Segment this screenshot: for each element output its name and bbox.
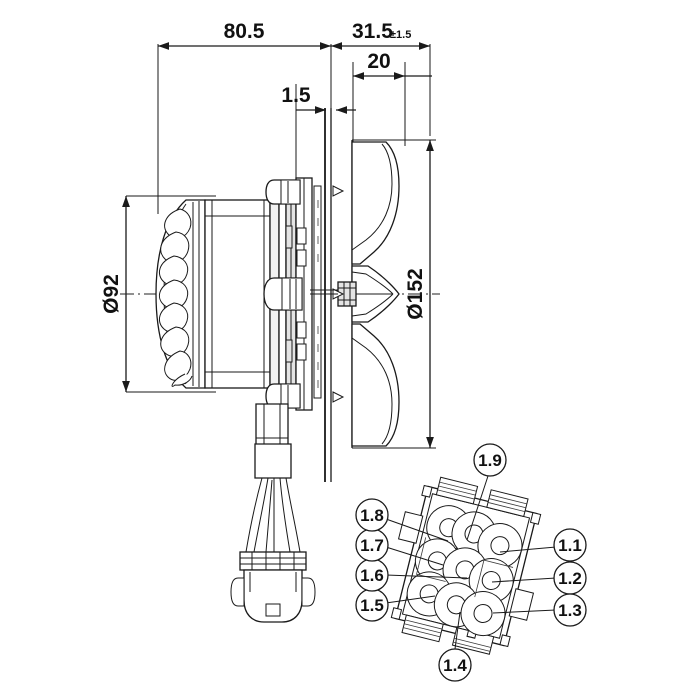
impeller-blades — [158, 208, 193, 387]
callout-label-1-8: 1.8 — [360, 506, 384, 525]
mount-boss-lower — [265, 383, 301, 409]
callout-balloon-1-3[interactable]: 1.3 — [553, 593, 587, 627]
mounting-flange — [263, 177, 313, 411]
callout-balloon-1-8[interactable]: 1.8 — [355, 498, 389, 532]
mount-boss-center — [263, 277, 303, 311]
callout-balloon-1-6[interactable]: 1.6 — [355, 558, 389, 592]
dimension-31-5: 31.5 ±1.5 — [331, 20, 430, 50]
harness-wires — [245, 477, 301, 553]
impeller-shroud — [337, 140, 400, 448]
callout-balloons: 1.1 1.2 1.3 1.4 1.5 1.6 1.7 1.8 — [355, 443, 587, 682]
callout-balloon-1-5[interactable]: 1.5 — [355, 588, 389, 622]
dimension-label-dia-92: Ø92 — [100, 274, 123, 314]
dimension-label-31-5: 31.5 — [352, 20, 393, 43]
dimension-tolerance-31-5: ±1.5 — [390, 29, 411, 41]
mount-boss-upper — [265, 179, 301, 205]
dimension-label-80-5: 80.5 — [224, 20, 265, 43]
section-arrows — [310, 185, 345, 403]
callout-label-1-5: 1.5 — [360, 596, 384, 615]
dimension-80-5: 80.5 — [158, 20, 331, 50]
pin-socket — [477, 523, 523, 569]
callout-balloon-1-2[interactable]: 1.2 — [553, 561, 587, 595]
backplate — [313, 108, 332, 482]
callout-leaders — [385, 475, 557, 650]
callout-label-1-4: 1.4 — [443, 656, 467, 675]
callout-label-1-2: 1.2 — [558, 569, 582, 588]
connector-pinout — [390, 476, 542, 655]
callout-label-1-1: 1.1 — [558, 536, 582, 555]
fan-wheel — [155, 199, 206, 389]
callout-label-1-7: 1.7 — [360, 536, 384, 555]
callout-label-1-9: 1.9 — [478, 451, 502, 470]
callout-balloon-1-4[interactable]: 1.4 — [438, 648, 472, 682]
dimension-20: 20 — [353, 50, 432, 80]
dimension-label-1-5: 1.5 — [281, 84, 311, 107]
callout-balloon-1-7[interactable]: 1.7 — [355, 528, 389, 562]
callout-balloon-1-1[interactable]: 1.1 — [553, 528, 587, 562]
callout-balloon-1-9[interactable]: 1.9 — [473, 443, 507, 477]
callout-label-1-6: 1.6 — [360, 566, 384, 585]
dimension-label-20: 20 — [367, 50, 390, 73]
pin-socket — [460, 591, 506, 637]
callout-label-1-3: 1.3 — [558, 601, 582, 620]
pin-sockets — [406, 505, 523, 637]
wire-harness — [230, 403, 316, 623]
connector-plug — [230, 551, 316, 623]
